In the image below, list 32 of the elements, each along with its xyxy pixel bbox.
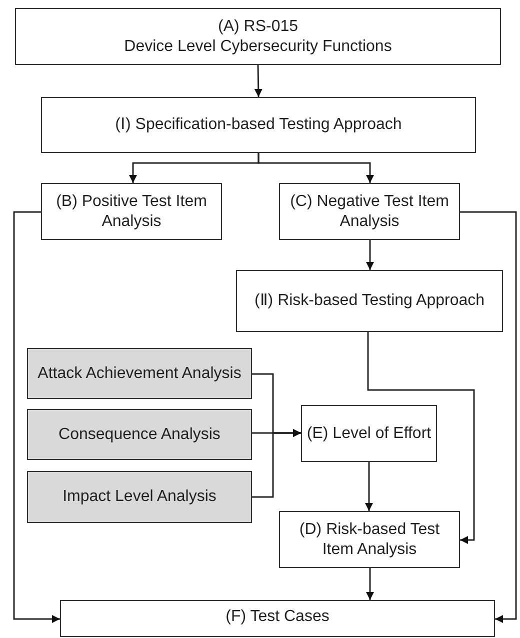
node-label: (E) Level of Effort [306,424,432,444]
arrow [366,568,374,600]
node-label: Consequence Analysis [58,424,220,444]
process-box [279,183,460,240]
arrow [252,429,301,498]
process-box [236,270,503,332]
result-box [60,600,495,637]
arrow [460,211,517,623]
arrow [13,211,60,623]
node-label: Attack Achievement Analysis [38,364,242,384]
node-label: (Ⅰ) Specification-based Testing Approach [115,115,402,135]
title-box [15,8,501,65]
arrow [365,462,373,511]
analysis-box [27,348,252,399]
node-label: (Ⅱ) Risk-based Testing Approach [254,291,485,311]
arrow [367,332,475,544]
node-label: Device Level Cybersecurity Functions [124,36,392,56]
analysis-box [27,409,252,460]
node-label: (D) Risk-based Test Item Analysis [298,520,441,559]
node-label: Impact Level Analysis [62,487,216,507]
node-label: (F) Test Cases [226,607,330,626]
arrow [258,153,374,183]
node-label: (B) Positive Test Item Analysis [55,192,208,231]
arrow [254,64,262,98]
process-box [279,511,460,568]
process-box [301,405,437,462]
process-box [41,97,476,153]
analysis-box [27,471,252,523]
arrow [366,240,374,270]
node-label: (C) Negative Test Item Analysis [289,192,450,231]
node-label: (A) RS-015 [218,17,298,36]
process-box [41,183,222,240]
